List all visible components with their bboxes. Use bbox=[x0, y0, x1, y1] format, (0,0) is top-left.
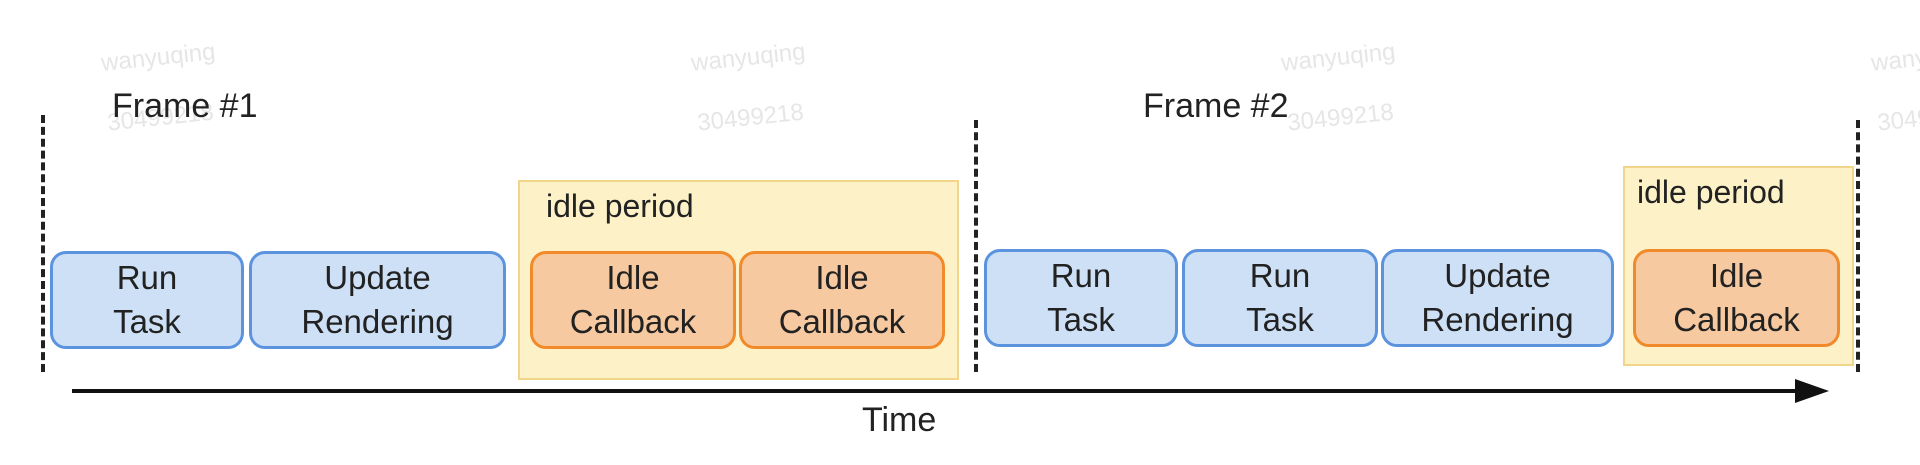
block-line1: Idle bbox=[815, 259, 869, 296]
block-line2: Callback bbox=[1673, 301, 1800, 338]
watermark-user: wanyuqing bbox=[689, 38, 807, 77]
block-line2: Task bbox=[1246, 301, 1314, 338]
block-line2: Rendering bbox=[1421, 301, 1574, 338]
block-line1: Update bbox=[324, 259, 431, 296]
frame-divider bbox=[41, 115, 45, 372]
block-line2: Callback bbox=[569, 303, 697, 340]
frame-1-label: Frame #1 bbox=[112, 87, 258, 125]
block-line1: Run bbox=[1249, 257, 1311, 294]
frame-2-label: Frame #2 bbox=[1143, 87, 1289, 125]
idle-period-label: idle period bbox=[1637, 174, 1785, 210]
watermark-user: wanyuqing bbox=[99, 38, 217, 77]
watermark: wanyuqing 30499218 bbox=[660, 7, 816, 171]
time-axis-arrow-icon bbox=[1795, 379, 1829, 403]
block-line1: Update bbox=[1444, 257, 1551, 294]
time-axis-line bbox=[72, 389, 1797, 393]
watermark: wanyuqing 30499218 bbox=[1840, 7, 1920, 171]
watermark-id: 30499218 bbox=[1286, 98, 1396, 137]
block-line1: Idle bbox=[1709, 257, 1764, 294]
watermark-user: wanyuqing bbox=[1279, 38, 1397, 77]
block-line2: Rendering bbox=[301, 303, 454, 340]
frame-divider bbox=[974, 120, 978, 372]
block-line1: Run bbox=[116, 259, 178, 296]
block-line2: Task bbox=[1047, 301, 1115, 338]
frame-divider bbox=[1856, 120, 1860, 372]
idle-period-label: idle period bbox=[546, 188, 694, 224]
watermark-id: 30499218 bbox=[696, 98, 806, 137]
watermark-user: wanyuqing bbox=[1869, 38, 1920, 77]
block-line2: Task bbox=[113, 303, 181, 340]
block-line2: Callback bbox=[778, 303, 906, 340]
block-line1: Idle bbox=[606, 259, 660, 296]
time-axis-label: Time bbox=[862, 401, 937, 439]
block-line1: Run bbox=[1050, 257, 1112, 294]
watermark-id: 30499218 bbox=[1876, 98, 1920, 137]
